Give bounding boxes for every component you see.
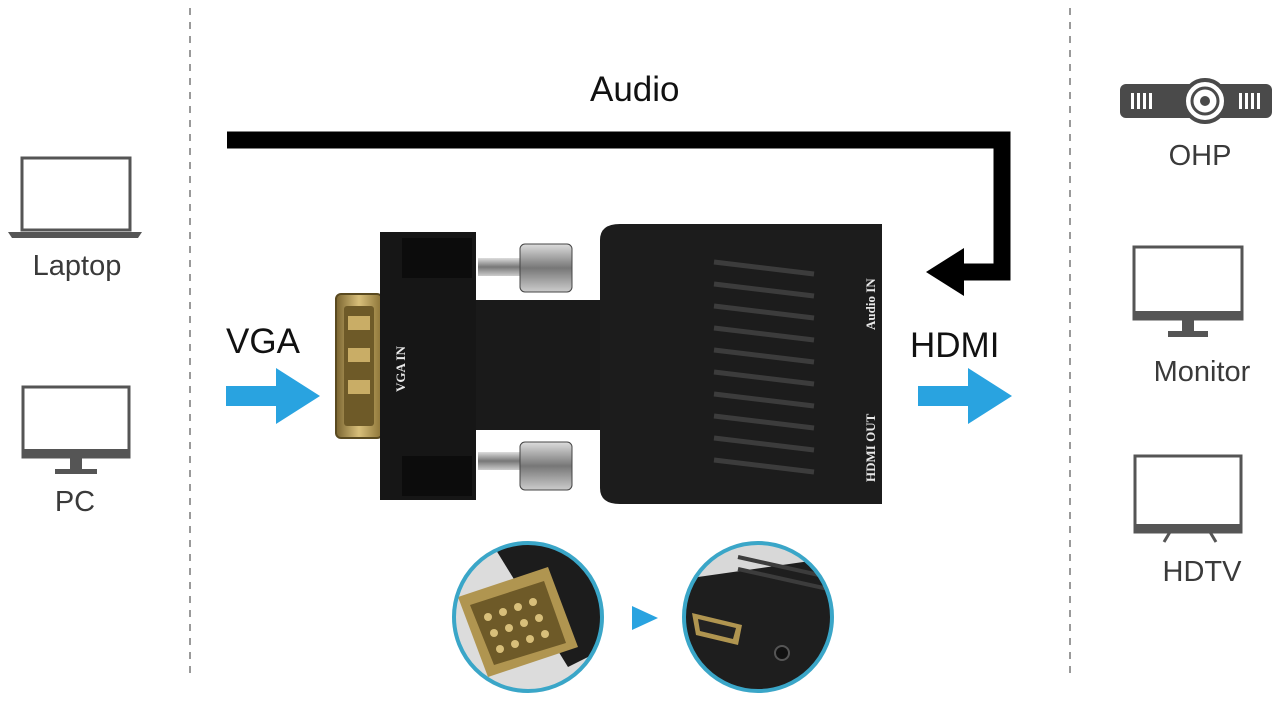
monitor-label: Monitor [1153, 356, 1251, 388]
hdmi-port-closeup [682, 541, 834, 693]
audio-path-arrow [227, 131, 1011, 296]
closeup-arrow [632, 606, 658, 630]
vga-input-arrow [226, 368, 320, 424]
vga-connector-closeup [452, 541, 604, 693]
hdtv-label: HDTV [1162, 556, 1242, 588]
laptop-icon [8, 156, 142, 238]
vga-label: VGA [226, 322, 300, 361]
ohp-label: OHP [1168, 140, 1232, 172]
projector-icon [1120, 78, 1272, 124]
audio-in-label: Audio IN [863, 278, 878, 330]
tv-icon [1133, 454, 1243, 543]
audio-label: Audio [590, 70, 680, 109]
laptop-label: Laptop [32, 250, 122, 282]
pc-monitor-icon [21, 385, 131, 474]
pc-label: PC [54, 486, 96, 518]
hdmi-label: HDMI [910, 326, 1000, 365]
vga-in-label: VGA IN [393, 346, 408, 392]
hdmi-output-arrow [918, 368, 1012, 424]
vga-hdmi-adapter: VGA IN Audio IN HDMI OUT [335, 224, 882, 504]
hdmi-out-label: HDMI OUT [863, 413, 878, 482]
monitor-icon [1132, 245, 1244, 337]
